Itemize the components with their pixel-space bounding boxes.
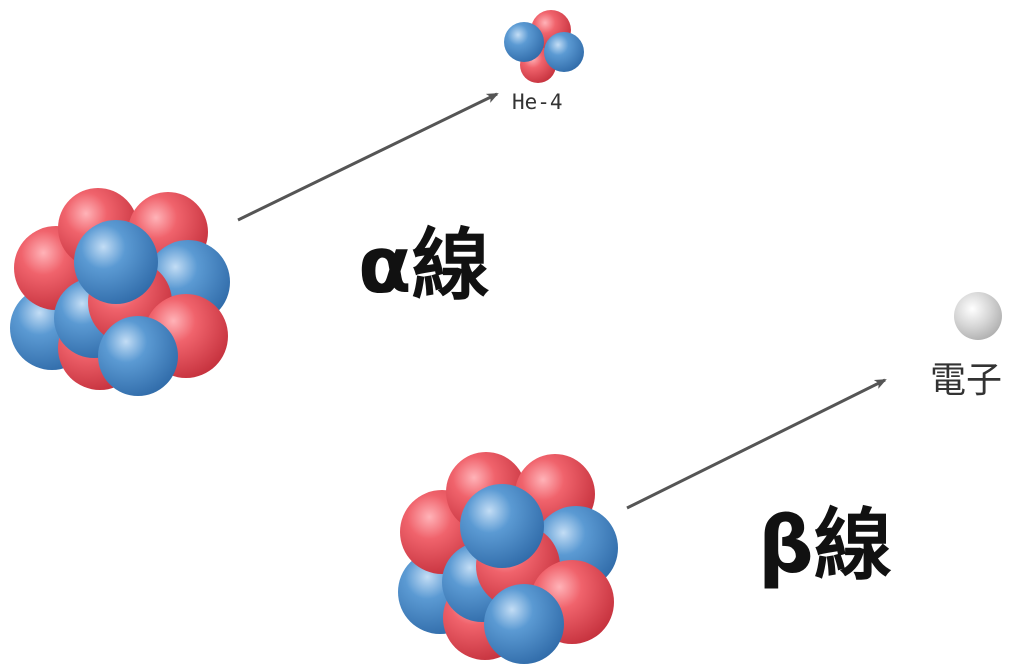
- alpha-ray-label: α線: [358, 221, 490, 311]
- alpha-arrow: [237, 92, 499, 222]
- beta-arrow: [626, 378, 887, 510]
- helium-4-label: He-4: [512, 90, 563, 114]
- nucleus-beta: [398, 452, 618, 664]
- beta-ray-label: β線: [758, 501, 892, 591]
- alpha-nucleus-neutron: [74, 220, 158, 304]
- helium-neutron: [544, 32, 584, 72]
- electron-label: 電子: [930, 360, 1002, 401]
- helium-4-particle: [504, 10, 584, 83]
- helium-neutron: [504, 22, 544, 62]
- alpha-nucleus-neutron: [98, 316, 178, 396]
- beta-nucleus-neutron: [484, 584, 564, 664]
- beta-nucleus-neutron: [460, 484, 544, 568]
- electron-particle: [954, 292, 1002, 340]
- nucleus-alpha: [10, 188, 230, 396]
